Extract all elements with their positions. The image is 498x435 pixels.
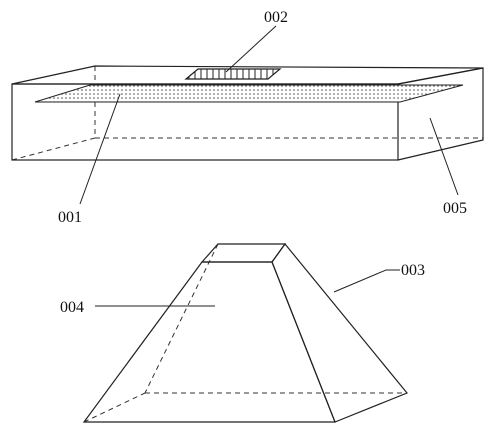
truncated-pyramid [82,243,408,423]
pyramid-hidden-edge-left-base [83,392,146,423]
label-005: 005 [443,200,467,217]
pyramid-top-face [200,243,287,263]
dotted-film-layer [34,84,464,103]
hatched-grating-element [184,68,282,80]
pyramid-right-face [271,243,408,423]
leader-line-001 [79,93,121,205]
rectangular-box [11,65,484,161]
label-001: 001 [58,209,82,226]
leader-line-003 [333,269,400,293]
label-004: 004 [60,299,84,316]
label-002: 002 [264,9,288,26]
pyramid-hidden-edge-back-left [144,243,219,394]
box-right-face [397,67,484,161]
box-front-face [11,83,399,161]
box-hidden-edge-left-bottom [11,137,96,161]
leader-line-005 [429,117,459,196]
pyramid-front-face [82,261,336,423]
label-003: 003 [401,262,425,279]
leader-line-002 [225,25,277,73]
